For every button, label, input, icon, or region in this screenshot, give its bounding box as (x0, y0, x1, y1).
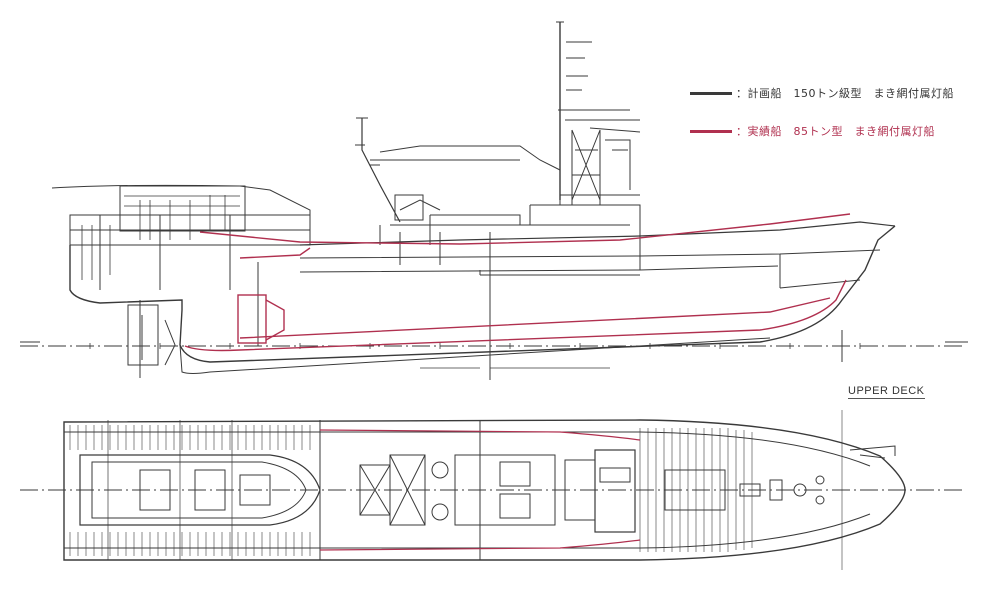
legend: ：計画船 150トン級型 まき網付属灯船 ：実績船 85トン型 まき網付属灯船 (690, 84, 990, 160)
legend-label-actual: ：実績船 85トン型 まき網付属灯船 (736, 125, 935, 138)
plan-view (20, 410, 965, 570)
legend-label-planned: ：計画船 150トン級型 まき網付属灯船 (736, 87, 954, 100)
legend-swatch-actual (690, 129, 732, 133)
hull-outline (69, 225, 896, 363)
legend-swatch-planned (690, 91, 732, 95)
actual-vessel-outline (184, 213, 851, 352)
deck-outline (63, 419, 906, 561)
legend-item-planned: ：計画船 150トン級型 まき網付属灯船 (690, 84, 990, 102)
legend-item-actual: ：実績船 85トン型 まき網付属灯船 (690, 122, 990, 140)
upper-deck-label: UPPER DECK (848, 385, 925, 399)
rudder (127, 304, 159, 366)
mast (556, 21, 641, 205)
profile-view (20, 21, 968, 380)
